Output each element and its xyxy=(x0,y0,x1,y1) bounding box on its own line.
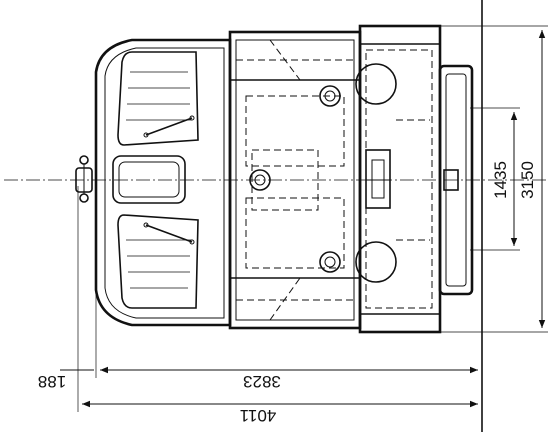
wiper-lower xyxy=(145,224,193,243)
rear-lower-tank xyxy=(355,241,397,283)
cab xyxy=(75,38,232,327)
cab-inner-outline xyxy=(104,47,225,319)
hood-bottom-panel xyxy=(245,197,345,269)
hood-body xyxy=(228,30,362,330)
dim-body-length-label: 3823 xyxy=(243,372,281,391)
rear-coupling-box xyxy=(365,149,391,209)
dim-track-gauge-label: 1435 xyxy=(491,161,510,199)
rear-section xyxy=(355,24,442,334)
hood-center-filler xyxy=(249,169,271,191)
dim-overhang-label: 188 xyxy=(38,372,66,391)
rear-upper-tank xyxy=(355,63,397,105)
hood-lower-filler xyxy=(319,251,341,273)
dim-overall-length-label: 4011 xyxy=(240,406,277,425)
buffer-beam xyxy=(438,64,474,296)
upper-window xyxy=(117,51,199,146)
lower-window xyxy=(117,214,199,309)
dim-track-gauge: 1435 xyxy=(470,107,520,251)
dim-body-length: 3823 xyxy=(95,290,478,391)
hood-center-panel xyxy=(251,149,319,211)
hood-top-panel xyxy=(245,95,345,167)
wiper-upper xyxy=(145,117,193,136)
hood-upper-filler xyxy=(319,85,341,107)
dim-overhang: 188 xyxy=(38,369,94,391)
coupler xyxy=(443,169,459,191)
cab-outline xyxy=(94,38,232,327)
dim-overall-width-label: 3150 xyxy=(518,161,537,199)
head-lamp xyxy=(75,155,93,203)
center-window xyxy=(112,155,186,204)
dim-overall-width: 3150 xyxy=(440,25,548,333)
dim-overall-length: 4011 xyxy=(77,186,478,425)
